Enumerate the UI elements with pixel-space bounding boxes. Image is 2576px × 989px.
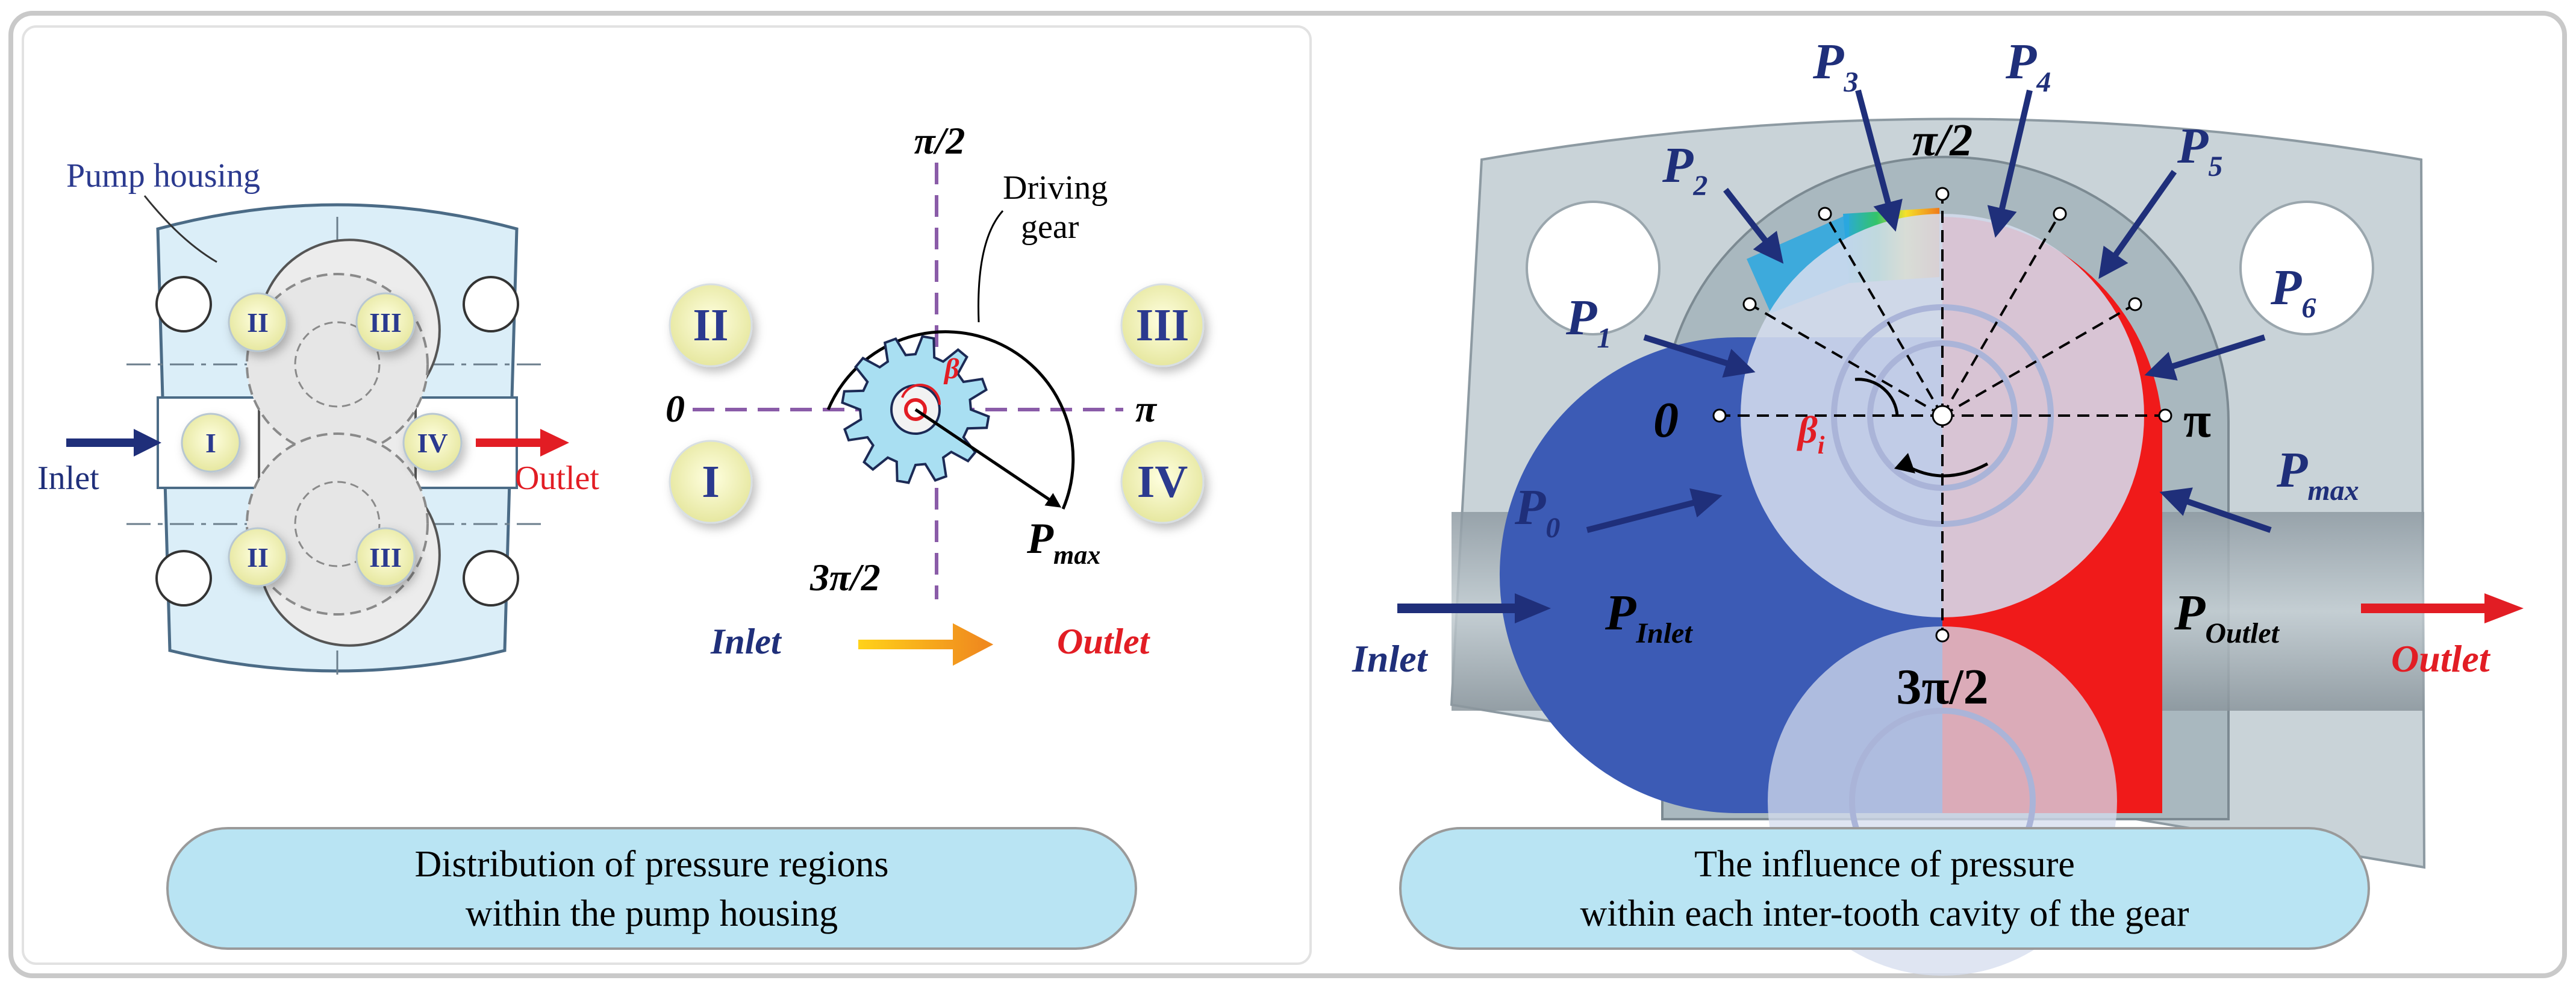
- right-angle-pi-over-2: π/2: [1912, 115, 1973, 166]
- region-ii-upper-marker: [228, 292, 288, 352]
- polar-pressure-diagram: β π/2 0 π 3π/2 Driving gear Pmax II III …: [666, 119, 1205, 666]
- p3-label: P3: [1812, 34, 1858, 98]
- gear-center-point: [1932, 405, 1953, 426]
- quadrant-label: II: [693, 300, 728, 351]
- region-iii-upper-marker: [355, 292, 416, 352]
- region-label: I: [205, 428, 216, 458]
- cavity-point: [2053, 207, 2067, 221]
- left-caption-line2: within the pump housing: [466, 893, 838, 934]
- region-label: III: [369, 542, 402, 573]
- region-label: III: [369, 307, 402, 338]
- bolt-hole: [155, 550, 212, 607]
- region-iii-lower-marker: [355, 527, 416, 587]
- cavity-point: [2158, 408, 2172, 423]
- quadrant-label: I: [702, 457, 720, 507]
- cavity-pressure-diagram: βi π/2 0 π 3π/2 P0 P1 P2 P3 P4 P5 P6 Pma…: [1352, 34, 2524, 976]
- right-caption-line1: The influence of pressure: [1694, 844, 2075, 885]
- lower-gear-hub: [294, 481, 381, 567]
- polar-outlet-label: Outlet: [1057, 622, 1151, 661]
- cavity-point: [1818, 207, 1832, 221]
- lower-gear-outline: [246, 432, 429, 616]
- right-outlet-label: Outlet: [2391, 637, 2491, 680]
- right-bolt-hole: [2239, 201, 2374, 335]
- region-label: II: [247, 542, 269, 573]
- bolt-hole: [463, 276, 519, 332]
- angle-pi: π: [1135, 387, 1158, 430]
- region-ii-lower-marker: [228, 527, 288, 587]
- right-angle-zero: 0: [1653, 392, 1679, 448]
- pump-housing-label: Pump housing: [66, 157, 260, 195]
- p6-label: P6: [2270, 260, 2316, 324]
- p-inlet-label: PInlet: [1605, 585, 1693, 649]
- driving-gear-label-line1: Driving: [1003, 169, 1108, 207]
- gear-ring-inner: [1867, 340, 2018, 491]
- right-inlet-label: Inlet: [1352, 637, 1429, 680]
- region-i-marker: [181, 413, 241, 473]
- region-label: IV: [417, 428, 448, 458]
- quadrant-iv-marker: [1120, 440, 1205, 524]
- p2-label: P2: [1662, 137, 1707, 202]
- driving-gear-label-line2: gear: [1021, 208, 1079, 246]
- inlet-label: Inlet: [37, 460, 99, 497]
- p0-label: P0: [1514, 479, 1560, 544]
- left-caption-line1: Distribution of pressure regions: [415, 844, 889, 885]
- pmax-label: Pmax: [1026, 514, 1100, 570]
- right-caption-box: [1399, 827, 2370, 950]
- right-angle-3pi-over-2: 3π/2: [1896, 659, 1988, 715]
- driving-gear-leader: [978, 210, 1004, 323]
- beta-arc: [901, 384, 941, 405]
- cavity-point: [1935, 628, 1950, 643]
- quadrant-label: III: [1136, 300, 1190, 351]
- flow-direction-arrow: [858, 623, 994, 666]
- angle-zero: 0: [666, 387, 685, 430]
- cavity-point: [1712, 408, 1727, 423]
- right-outlet-arrow-head: [2484, 593, 2524, 623]
- cavity-point: [2128, 297, 2142, 311]
- beta-i-label: βi: [1797, 408, 1825, 460]
- pump-housing-diagram: II III I IV II III Pump housing Inlet Ou…: [37, 157, 599, 675]
- cavity-point: [1742, 297, 1757, 311]
- p1-label: P1: [1565, 290, 1611, 354]
- bolt-hole: [155, 276, 212, 332]
- upper-gear-hub: [294, 321, 381, 408]
- region-label: II: [247, 307, 269, 338]
- housing-leader-line: [143, 195, 217, 263]
- pmax-radius-arrow: [914, 408, 1062, 508]
- quadrant-ii-marker: [669, 283, 753, 367]
- right-angle-pi: π: [2183, 392, 2211, 448]
- beta-i-arc: [1854, 378, 1899, 416]
- right-bolt-hole: [1526, 201, 1661, 335]
- inlet-arrow-head: [134, 429, 161, 457]
- quadrant-label: IV: [1137, 457, 1188, 507]
- pressure-arrows: [1586, 89, 2272, 533]
- beta-label: β: [943, 353, 959, 385]
- outlet-label: Outlet: [515, 460, 599, 497]
- polar-inlet-label: Inlet: [710, 622, 782, 661]
- pmax-right-label: Pmax: [2276, 442, 2359, 507]
- angle-pi-over-2: π/2: [914, 119, 965, 162]
- outlet-arrow-head: [540, 429, 569, 457]
- cavity-radius-lines: [1720, 194, 2165, 635]
- angle-3pi-over-2: 3π/2: [809, 556, 881, 599]
- left-panel-frame: [22, 25, 1312, 965]
- right-inlet-arrow-head: [1515, 593, 1551, 623]
- p4-label: P4: [2005, 34, 2051, 98]
- p5-label: P5: [2177, 118, 2222, 183]
- right-caption-line2: within each inter-tooth cavity of the ge…: [1580, 893, 2189, 934]
- p-outlet-label: POutlet: [2174, 585, 2280, 649]
- quadrant-i-marker: [669, 440, 753, 524]
- quadrant-iii-marker: [1120, 283, 1205, 367]
- rotation-arrow-head: [1894, 453, 1915, 473]
- cavity-point: [1935, 187, 1950, 201]
- region-iv-marker: [402, 413, 463, 473]
- left-caption-box: [166, 827, 1137, 950]
- bolt-hole: [463, 550, 519, 607]
